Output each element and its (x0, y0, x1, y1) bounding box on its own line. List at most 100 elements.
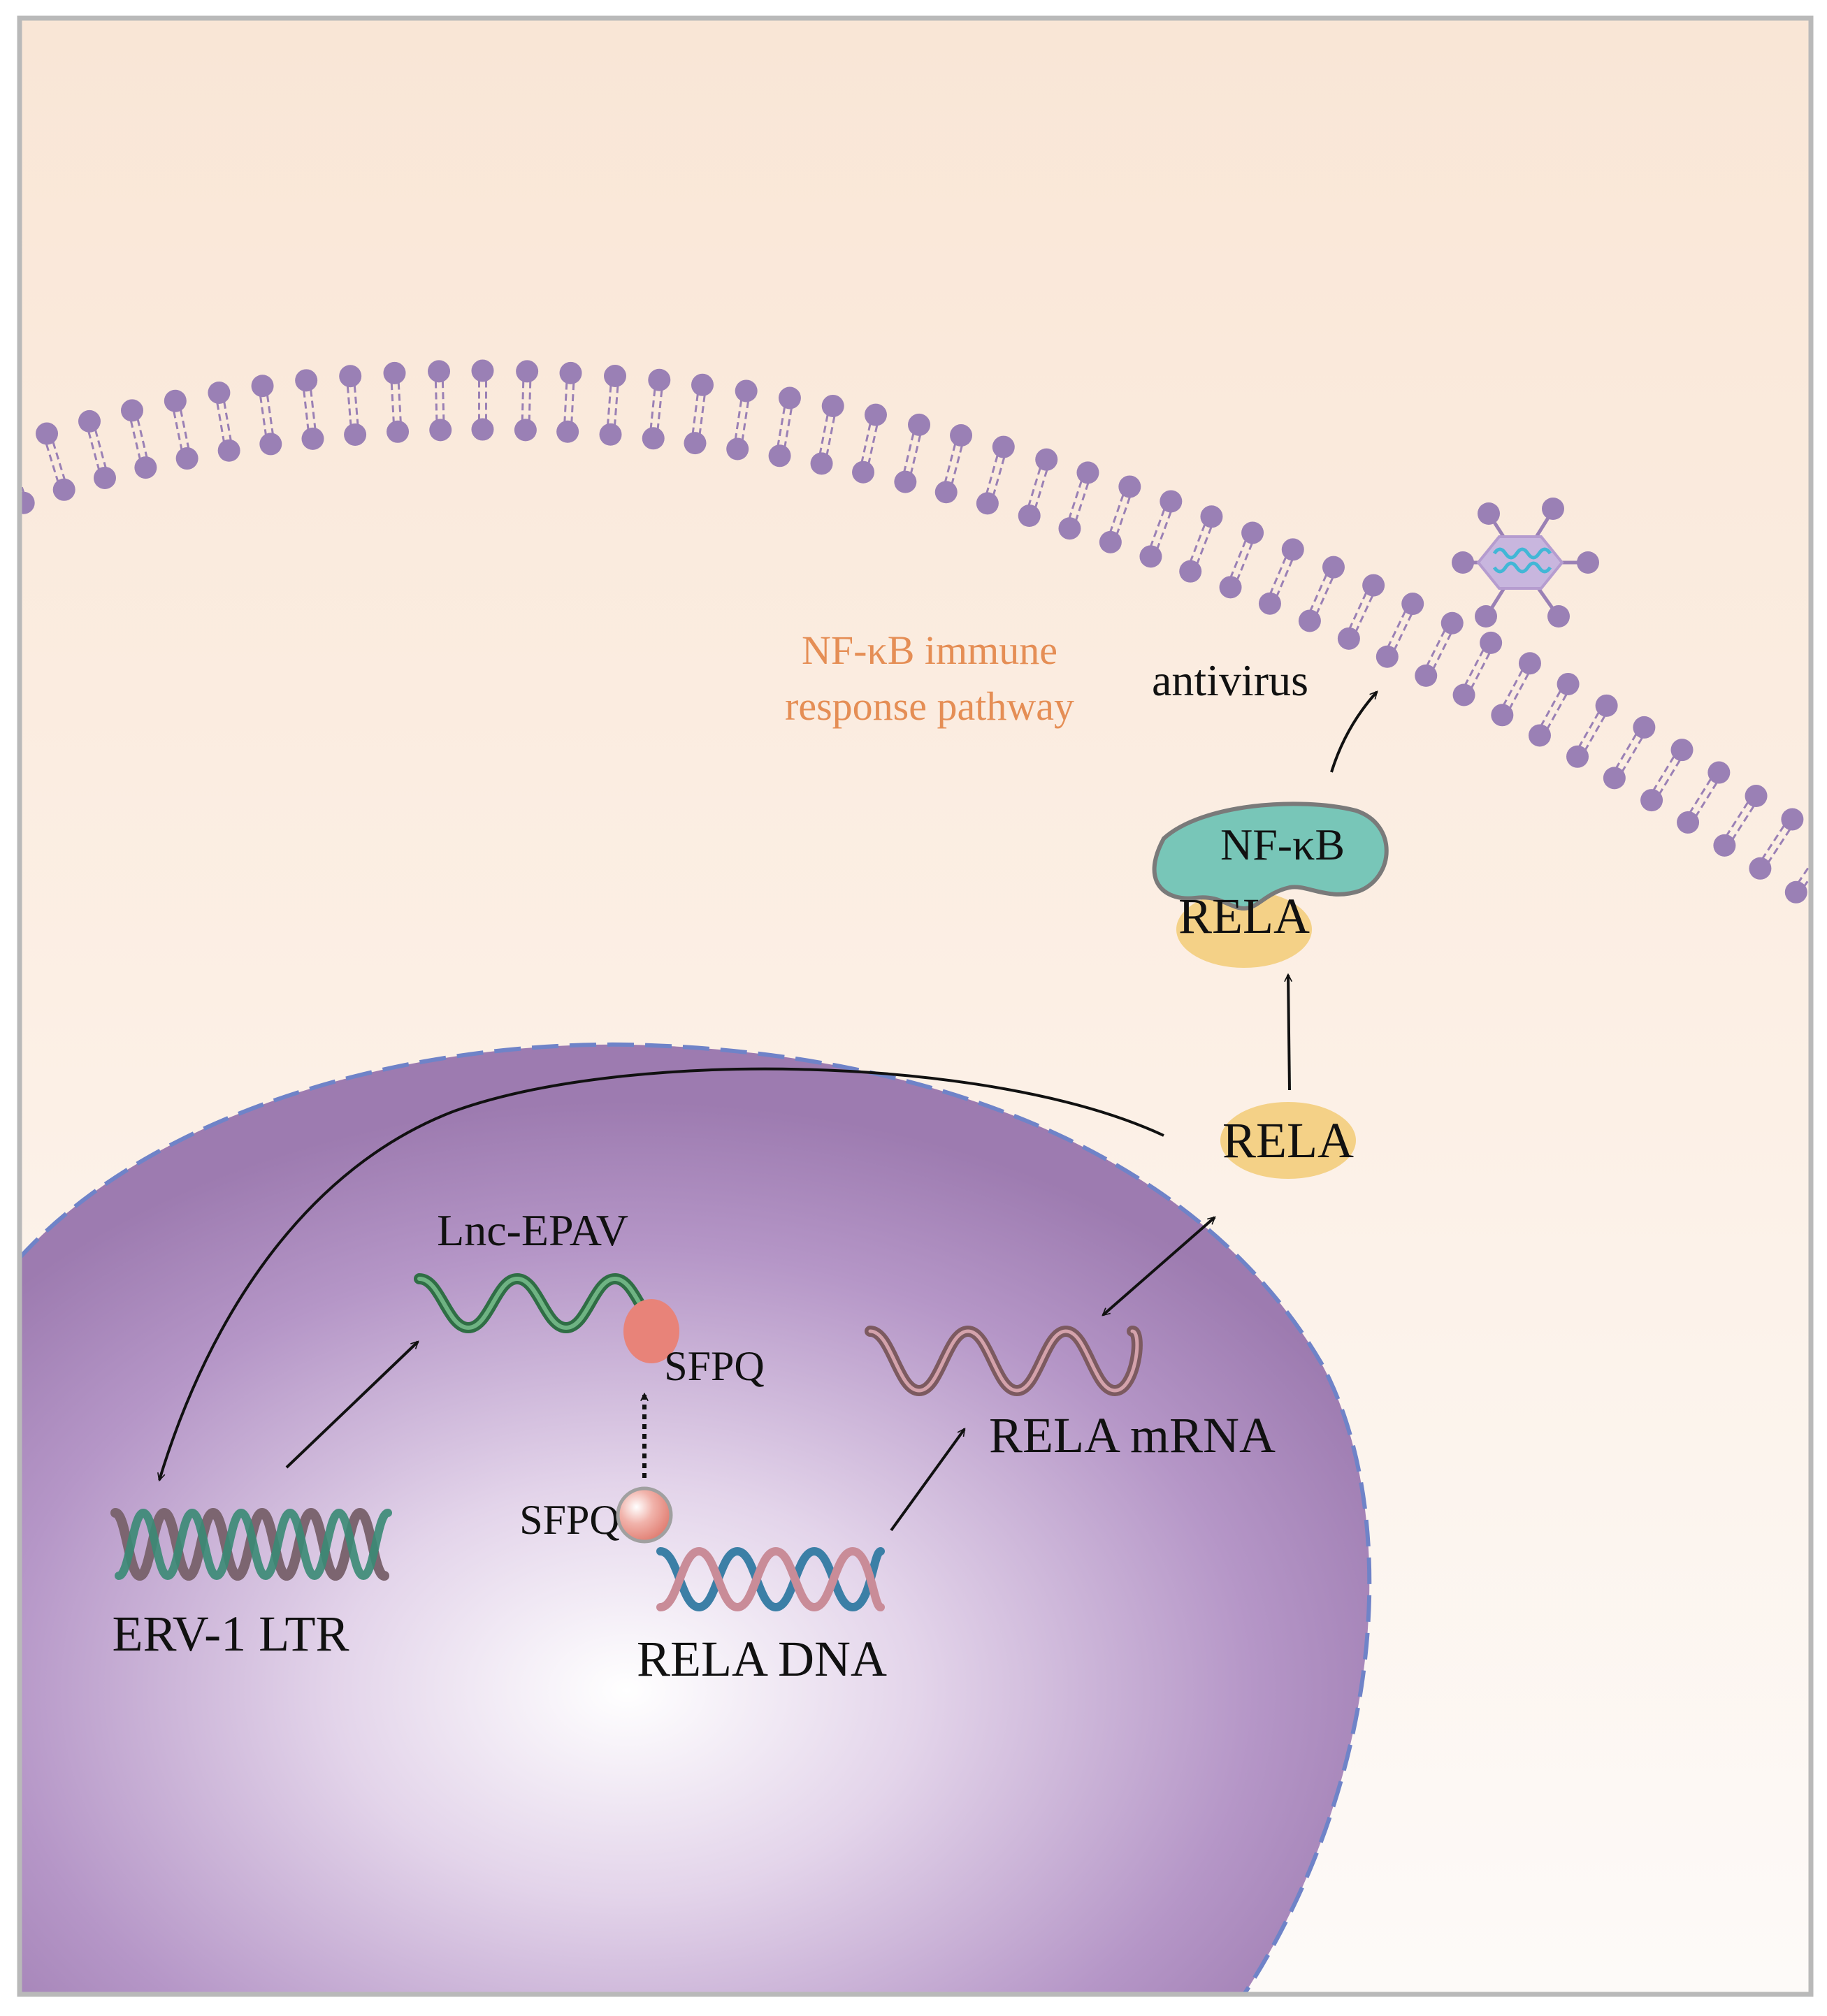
lipid-head (556, 420, 579, 443)
lipid-tail (1509, 673, 1530, 709)
rela-dna-helix (656, 1546, 885, 1612)
lipid-head (934, 481, 958, 504)
lipid-head (1281, 538, 1304, 561)
lipid-tail (951, 445, 963, 484)
lipid-tail (818, 414, 829, 454)
lipid-tail (1387, 610, 1406, 647)
lipid-head (1018, 505, 1041, 528)
lipid-tail (1578, 711, 1600, 747)
lipid-head (810, 452, 833, 475)
rela-protein: RELA (1220, 1102, 1356, 1179)
lipid-head (1480, 631, 1503, 654)
lipid-tail (1471, 652, 1491, 689)
lipid-head (295, 369, 318, 392)
lipid-tail (698, 395, 706, 435)
lipid-head (93, 466, 116, 489)
lipid-tail (390, 383, 395, 423)
transcription-arrow (890, 1429, 966, 1532)
lipid-tail (353, 385, 359, 425)
lipid-head (1362, 574, 1385, 597)
lipid-head (821, 394, 844, 417)
lipid-tail (1689, 778, 1712, 813)
lipid-tail (985, 455, 999, 493)
lipid-head (1322, 556, 1345, 579)
lipid-tail (910, 435, 922, 474)
lipid-head (20, 491, 35, 514)
lipid-head (1375, 645, 1399, 668)
lipid-head (1566, 745, 1589, 768)
lipid-head (894, 470, 917, 493)
lipid-head (1258, 592, 1281, 615)
lipid-tail (1034, 470, 1048, 508)
lipid-tail (441, 381, 445, 421)
lipid-tail (1348, 592, 1368, 629)
lipid-head (1219, 576, 1242, 599)
lipid-tail (1761, 825, 1785, 860)
lipid-tail (1115, 496, 1131, 535)
lipid-tail (216, 403, 225, 442)
lipid-tail (1315, 576, 1334, 614)
lipid-tail (1659, 759, 1681, 795)
antivirus-arrow (1330, 692, 1377, 773)
lipid-head (1298, 609, 1321, 632)
lipid-tail (1426, 630, 1446, 666)
rela-to-complex-arrow (1288, 975, 1290, 1091)
lipid-head (1337, 627, 1360, 650)
lipid-head (339, 365, 362, 388)
lipid-tail (1731, 805, 1755, 840)
lipid-tail (1309, 574, 1328, 611)
lipid-head (1745, 785, 1768, 808)
lipid-head (251, 375, 274, 398)
lipid-head (1160, 490, 1183, 513)
lipid-head (599, 423, 622, 446)
lipid-tail (1394, 614, 1413, 650)
sfpq-bound-label: SFPQ (664, 1343, 764, 1389)
lipid-head (1557, 672, 1580, 695)
cell-membrane (4, 359, 1827, 904)
erv-to-lnc-arrow (285, 1342, 418, 1469)
sfpq-bound-protein (623, 1299, 679, 1363)
lipid-tail (180, 409, 190, 449)
lipid-tail (4, 458, 17, 495)
lipid-tail (173, 411, 183, 450)
lipid-tail (734, 400, 743, 440)
lipid-head (164, 389, 187, 412)
lipid-head (1670, 739, 1694, 762)
lipid-head (1118, 475, 1141, 498)
lipid-tail (1196, 526, 1213, 564)
lipid-tail (607, 385, 612, 425)
rela-to-erv-arrow (159, 1067, 1164, 1480)
lipid-head (1518, 652, 1541, 675)
lipid-head (344, 423, 367, 446)
lipid-head (1818, 832, 1827, 855)
lipid-head (1415, 664, 1438, 687)
lipid-tail (867, 425, 879, 464)
lipid-tail (1768, 829, 1791, 863)
lipid-head (726, 437, 749, 461)
lipid-head (1528, 724, 1551, 747)
lipid-head (1058, 517, 1081, 540)
lipid-head (559, 361, 582, 384)
lipid-head (1781, 808, 1804, 831)
lipid-tail (1621, 737, 1643, 772)
lipid-head (1099, 530, 1122, 553)
lipid-head (1595, 694, 1618, 717)
lipid-tail (94, 429, 107, 468)
lipid-head (1749, 857, 1772, 880)
lipid-tail (1695, 782, 1718, 817)
lipid-head (992, 435, 1015, 458)
rela-mrna-label: RELA mRNA (989, 1407, 1276, 1463)
lipid-head (175, 447, 198, 470)
nuclear-envelope (20, 1042, 1372, 1994)
lipid-head (864, 403, 887, 426)
lipid-tail (1503, 669, 1524, 706)
lipid-head (1179, 560, 1202, 583)
lipid-tail (1236, 542, 1253, 580)
lipid-head (208, 381, 231, 404)
lipid-head (1035, 448, 1058, 471)
lipid-head (78, 409, 101, 433)
lipid-tail (570, 383, 575, 423)
lipid-head (301, 427, 324, 450)
sfpq-protein (616, 1486, 673, 1544)
